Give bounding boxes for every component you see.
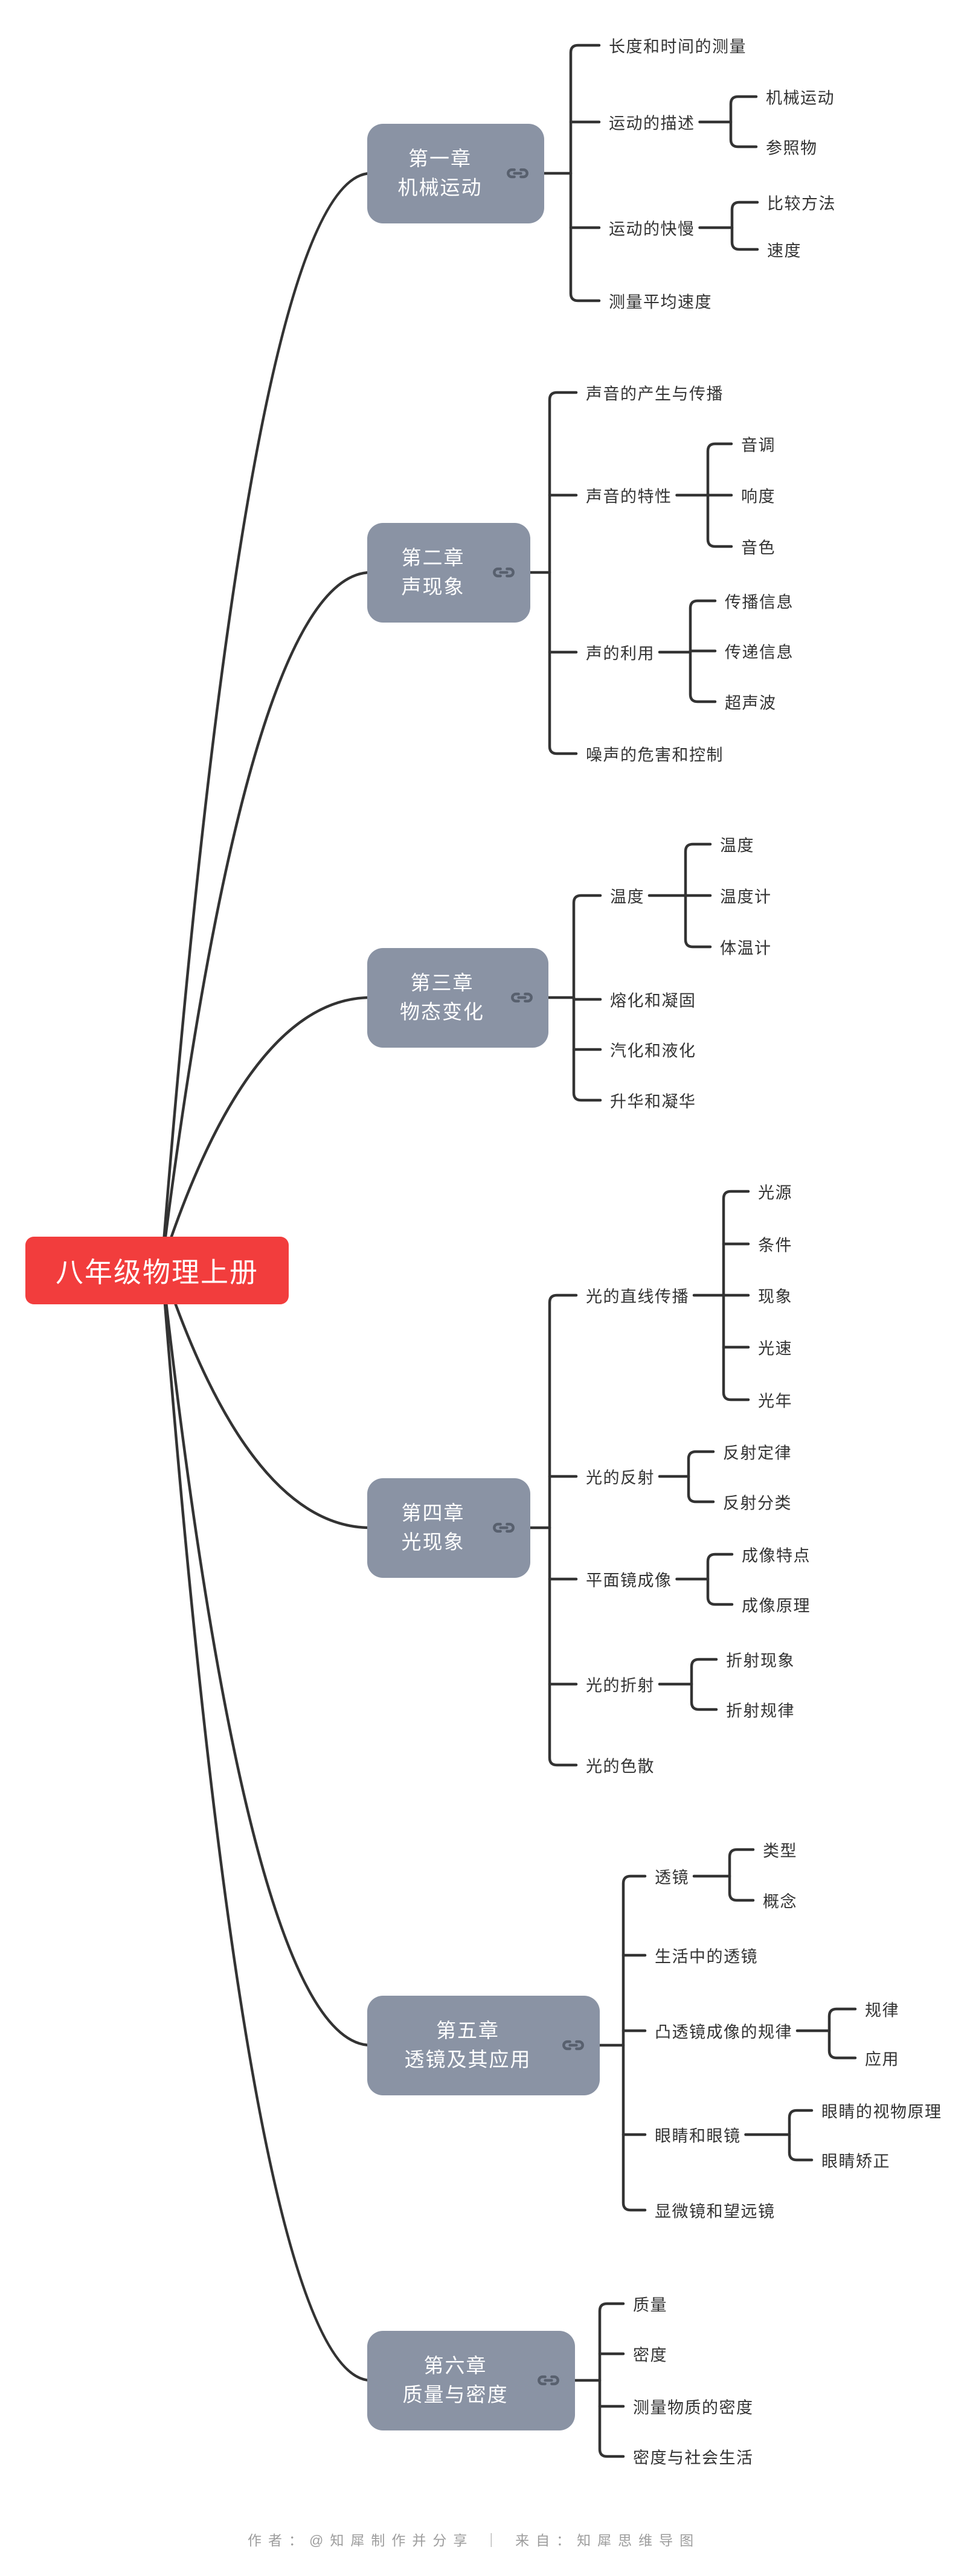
chapter-title-line2: 质量与密度 — [402, 2383, 509, 2406]
chapter-title: 第三章物态变化 — [377, 969, 507, 1027]
topic-label[interactable]: 反射分类 — [723, 1494, 792, 1513]
chapter-title-line1: 第三章 — [410, 972, 474, 995]
topic-label[interactable]: 声的利用 — [586, 644, 655, 663]
chapter-title: 第二章声现象 — [377, 543, 489, 601]
topic-label[interactable]: 光的折射 — [586, 1676, 655, 1695]
topic-label[interactable]: 温度 — [610, 888, 644, 906]
topic-label[interactable]: 比较方法 — [767, 194, 836, 213]
chapter-node-5[interactable]: 第五章透镜及其应用 — [367, 1995, 600, 2095]
topic-label[interactable]: 密度与社会生活 — [633, 2449, 754, 2467]
topic-label[interactable]: 音色 — [741, 539, 776, 557]
topic-label[interactable]: 反射定律 — [723, 1444, 792, 1463]
chapter-node-2[interactable]: 第二章声现象 — [367, 522, 530, 623]
topic-label[interactable]: 眼睛矫正 — [821, 2152, 890, 2171]
topic-label[interactable]: 质量 — [633, 2296, 667, 2315]
chapter-title-line2: 声现象 — [401, 575, 465, 598]
topic-label[interactable]: 测量物质的密度 — [633, 2398, 754, 2417]
root-topic-node[interactable]: 八年级物理上册 — [25, 1237, 289, 1304]
topic-label[interactable]: 现象 — [758, 1287, 792, 1306]
link-icon[interactable] — [492, 565, 516, 580]
topic-label[interactable]: 显微镜和望远镜 — [655, 2202, 776, 2221]
topic-label[interactable]: 条件 — [758, 1236, 792, 1255]
topic-label[interactable]: 光的色散 — [586, 1757, 655, 1776]
topic-label[interactable]: 噪声的危害和控制 — [586, 746, 724, 764]
topic-label[interactable]: 体温计 — [720, 939, 772, 958]
topic-label[interactable]: 运动的快慢 — [609, 220, 695, 239]
topic-label[interactable]: 光源 — [758, 1184, 792, 1202]
link-icon[interactable] — [492, 1520, 516, 1536]
chapter-title: 第四章光现象 — [377, 1499, 489, 1557]
topic-label[interactable]: 升华和凝华 — [610, 1092, 696, 1111]
topic-label[interactable]: 熔化和凝固 — [610, 992, 696, 1010]
chapter-title: 第一章机械运动 — [377, 144, 503, 202]
topic-label[interactable]: 光年 — [758, 1392, 792, 1411]
chapter-title-line1: 第一章 — [408, 147, 472, 170]
topic-label[interactable]: 长度和时间的测量 — [609, 37, 747, 56]
topic-label[interactable]: 机械运动 — [766, 89, 835, 107]
topic-label[interactable]: 眼睛和眼镜 — [655, 2127, 741, 2145]
link-icon[interactable] — [536, 2373, 560, 2388]
footer-credit: 作者：@知犀制作并分享 ｜ 来自：知犀思维导图 — [248, 2533, 701, 2548]
topic-label[interactable]: 折射规律 — [726, 1702, 795, 1720]
topic-label[interactable]: 眼睛的视物原理 — [821, 2103, 942, 2121]
chapter-title: 第六章质量与密度 — [377, 2351, 534, 2409]
chapter-title: 第五章透镜及其应用 — [377, 2016, 559, 2074]
topic-label[interactable]: 温度 — [720, 836, 754, 855]
topic-label[interactable]: 规律 — [865, 2001, 899, 2020]
chapter-node-4[interactable]: 第四章光现象 — [367, 1478, 530, 1578]
chapter-title-line2: 物态变化 — [400, 1001, 484, 1023]
topic-label[interactable]: 速度 — [767, 242, 801, 260]
topic-label[interactable]: 传播信息 — [725, 593, 794, 612]
link-icon[interactable] — [506, 165, 530, 181]
topic-label[interactable]: 透镜 — [655, 1868, 689, 1887]
topic-label[interactable]: 声音的特性 — [586, 487, 672, 506]
topic-label[interactable]: 测量平均速度 — [609, 293, 712, 312]
chapter-title-line2: 透镜及其应用 — [404, 2048, 532, 2071]
link-icon[interactable] — [510, 990, 534, 1005]
topic-label[interactable]: 成像原理 — [742, 1597, 811, 1615]
topic-label[interactable]: 类型 — [763, 1842, 797, 1860]
topic-label[interactable]: 光速 — [758, 1339, 792, 1358]
chapter-node-1[interactable]: 第一章机械运动 — [367, 123, 544, 223]
chapter-node-3[interactable]: 第三章物态变化 — [367, 947, 548, 1048]
topic-label[interactable]: 汽化和液化 — [610, 1042, 696, 1060]
topic-label[interactable]: 折射现象 — [726, 1652, 795, 1670]
chapter-title-line1: 第四章 — [401, 1502, 465, 1525]
topic-label[interactable]: 平面镜成像 — [586, 1571, 672, 1590]
topic-label[interactable]: 成像特点 — [742, 1546, 811, 1565]
root-topic-label: 八年级物理上册 — [56, 1257, 259, 1288]
chapter-title-line1: 第五章 — [436, 2019, 499, 2042]
topic-label[interactable]: 音调 — [741, 436, 776, 455]
topic-label[interactable]: 应用 — [865, 2050, 899, 2069]
topic-label[interactable]: 参照物 — [766, 139, 818, 158]
topic-label[interactable]: 生活中的透镜 — [655, 1947, 758, 1966]
topic-label[interactable]: 温度计 — [720, 888, 772, 906]
chapter-node-6[interactable]: 第六章质量与密度 — [367, 2330, 575, 2430]
topic-label[interactable]: 超声波 — [725, 694, 777, 713]
topic-label[interactable]: 光的反射 — [586, 1469, 655, 1487]
topic-label[interactable]: 运动的描述 — [609, 114, 695, 133]
topic-label[interactable]: 光的直线传播 — [586, 1287, 689, 1306]
chapter-title-line1: 第六章 — [423, 2354, 487, 2377]
chapter-title-line2: 机械运动 — [397, 176, 483, 199]
topic-label[interactable]: 概念 — [763, 1892, 797, 1911]
topic-label[interactable]: 密度 — [633, 2346, 667, 2365]
topic-label[interactable]: 声音的产生与传播 — [586, 385, 724, 403]
topic-label[interactable]: 响度 — [741, 487, 776, 506]
topic-label[interactable]: 凸透镜成像的规律 — [655, 2023, 792, 2042]
link-icon[interactable] — [561, 2037, 585, 2053]
chapter-title-line2: 光现象 — [401, 1531, 465, 1553]
topic-label[interactable]: 传递信息 — [725, 643, 794, 662]
chapter-title-line1: 第二章 — [401, 546, 465, 569]
